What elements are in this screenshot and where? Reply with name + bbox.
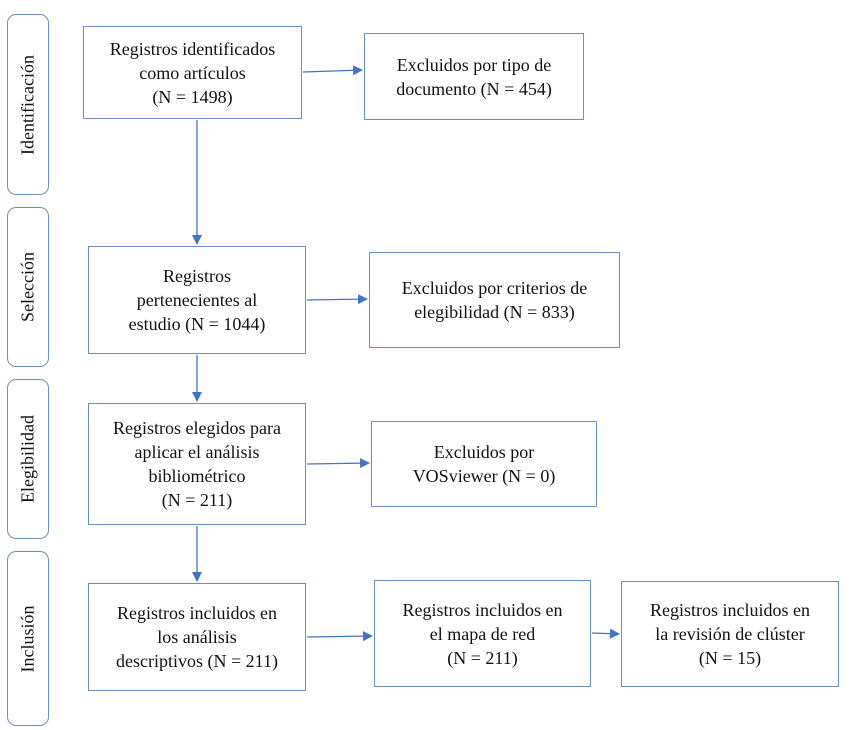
box-line: estudio (N = 1044) — [128, 314, 266, 334]
box-included-descriptive: Registros incluidos en los análisis desc… — [88, 583, 306, 691]
box-line: elegibilidad (N = 833) — [414, 302, 575, 322]
arrow-to-excluded-doc-type — [302, 65, 363, 76]
stage-seleccion: Selección — [7, 207, 49, 367]
box-line: documento (N = 454) — [396, 78, 552, 99]
box-line: la revisión de clúster — [655, 624, 805, 644]
stage-inclusion: Inclusión — [7, 551, 49, 726]
box-line: Registros — [162, 266, 231, 286]
box-included-network: Registros incluidos en el mapa de red (N… — [374, 580, 591, 687]
stage-identificacion: Identificación — [7, 14, 49, 195]
box-line: VOSviewer (N = 0) — [412, 466, 556, 486]
box-excluded-eligibility: Excluidos por criterios de elegibilidad … — [369, 252, 620, 348]
box-included-cluster: Registros incluidos en la revisión de cl… — [621, 581, 839, 687]
box-line: los análisis — [157, 627, 237, 647]
box-line: aplicar el análisis — [134, 442, 260, 462]
box-line: (N = 1498) — [152, 86, 233, 107]
box-line: Excluidos por tipo de — [396, 54, 552, 75]
box-line: bibliométrico — [148, 466, 246, 486]
box-line: como artículos — [139, 62, 246, 83]
box-chosen: Registros elegidos para aplicar el análi… — [88, 403, 306, 525]
arrow-to-included-network — [306, 631, 373, 642]
box-line: Excluidos por — [433, 442, 535, 462]
box-excluded-doc-type: Excluidos por tipo de documento (N = 454… — [364, 33, 584, 120]
arrow-to-excluded-eligibility — [306, 294, 368, 305]
box-line: Registros incluidos en — [402, 599, 563, 620]
box-pertaining: Registros pertenecientes al estudio (N =… — [88, 246, 306, 354]
box-excluded-vosviewer: Excluidos por VOSviewer (N = 0) — [371, 421, 597, 507]
box-line: pertenecientes al — [136, 290, 258, 310]
arrow-to-excluded-vosviewer — [306, 458, 370, 469]
box-identified: Registros identificados como artículos (… — [83, 26, 302, 119]
stage-elegibilidad: Elegibilidad — [7, 379, 49, 539]
box-line: Registros elegidos para — [113, 418, 281, 438]
box-line: Registros incluidos en — [650, 600, 810, 620]
box-line: (N = 15) — [698, 648, 762, 668]
box-line: el mapa de red — [429, 623, 536, 644]
box-line: Registros incluidos en — [117, 603, 277, 623]
box-line: Excluidos por criterios de — [401, 278, 588, 298]
arrow-to-included-cluster — [591, 628, 620, 639]
box-line: (N = 211) — [161, 490, 233, 510]
box-line: Registros identificados — [109, 38, 276, 59]
box-line: descriptivos (N = 211) — [116, 651, 278, 671]
box-line: (N = 211) — [447, 647, 518, 668]
